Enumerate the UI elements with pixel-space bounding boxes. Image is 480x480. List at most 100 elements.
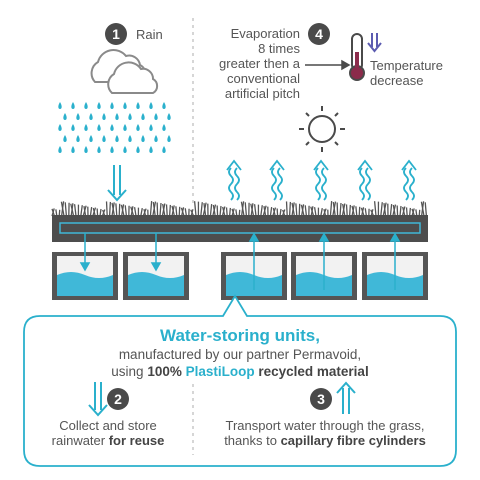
turf-slab (52, 215, 428, 242)
callout-line-1: manufactured by our partner Permavoid, (118, 347, 362, 362)
grass-blade (80, 205, 83, 217)
rain-drop (149, 124, 153, 131)
rain-drop (102, 135, 106, 142)
water-tanks (52, 252, 428, 300)
rain-drop (71, 102, 75, 109)
transport-line-2-bold: capillary fibre cylinders (280, 433, 426, 448)
grass-blade (171, 205, 176, 217)
grass-blade (291, 202, 296, 217)
grass-blade (162, 203, 166, 217)
grass-blade (193, 201, 197, 217)
rain-label: Rain (136, 27, 163, 42)
grass-blade (285, 201, 288, 217)
grass-blade (178, 206, 181, 217)
grass-blade (168, 204, 172, 217)
grass-blade (89, 206, 93, 217)
rain-drop (162, 124, 166, 131)
rain-drop (154, 135, 158, 142)
callout-line-2-suffix: recycled material (254, 364, 369, 379)
cloud-icon (90, 49, 159, 94)
grass-blade (143, 208, 147, 217)
grass-blade (175, 206, 178, 217)
grass-blade (263, 206, 267, 217)
grass-blade (184, 208, 188, 217)
rain-drop (76, 135, 80, 142)
rain-drop (149, 146, 153, 153)
callout-text: Water-storing units, manufactured by our… (28, 326, 452, 380)
rain-drop (167, 113, 171, 120)
grass-blade (99, 208, 102, 217)
rain-drop (110, 102, 114, 109)
rain-drop (136, 124, 140, 131)
rain-drop (149, 102, 153, 109)
arrow-up-icon (248, 232, 260, 242)
grass-blade (231, 208, 236, 217)
wavy-arrow-up-icon (403, 167, 409, 201)
arrow-up-icon (389, 232, 401, 242)
callout-line-2-prefix: using (111, 364, 148, 379)
grass-blade (235, 209, 238, 217)
rain-drop (63, 113, 67, 120)
wavy-arrow-up-icon (409, 167, 415, 201)
grass-blade (152, 201, 156, 217)
rain-drop (128, 135, 132, 142)
grass-blade (418, 209, 421, 217)
rain-drop (71, 146, 75, 153)
grass-blade (279, 208, 282, 217)
grass-blade (408, 207, 412, 217)
temperature-line: Temperature (370, 58, 443, 73)
transport-line-2-prefix: thanks to (224, 433, 281, 448)
grass-blade (405, 207, 408, 217)
wavy-arrow-up-icon (315, 167, 321, 201)
grass-blade (108, 201, 112, 217)
transport-line-1: Transport water through the grass, (225, 418, 425, 433)
rain-drop (141, 135, 145, 142)
grass-blade (424, 202, 428, 217)
grass-blade (329, 201, 333, 217)
grass-blade (133, 207, 137, 217)
grass-blade (399, 205, 402, 217)
arrow-down-icon (79, 262, 91, 272)
evaporation-line: 8 times (258, 41, 300, 56)
rain-drop (123, 102, 127, 109)
rain-drops-icon (58, 102, 171, 153)
rain-drop (84, 124, 88, 131)
rain-drop (136, 146, 140, 153)
grass-blade (225, 207, 228, 217)
grass-blade (70, 203, 75, 217)
rain-drop (162, 102, 166, 109)
grass-blade (240, 201, 245, 217)
grass-blade (73, 204, 77, 217)
grass-blade (165, 204, 168, 217)
rain-drop (123, 124, 127, 131)
rain-drop (89, 113, 93, 120)
grass-blade (383, 203, 387, 217)
grass-blade (64, 202, 68, 217)
grass-blade (180, 207, 185, 217)
grass-blade (203, 203, 207, 217)
tank-water (128, 272, 184, 296)
collect-text: Collect and store rainwater for reuse (28, 418, 188, 448)
grass-blade (332, 201, 336, 217)
grass-blade (282, 209, 286, 217)
transport-line-2: thanks to capillary fibre cylinders (196, 433, 454, 448)
wavy-arrow-up-icon (271, 167, 277, 201)
fibre-channel (59, 222, 421, 234)
rain-drop (102, 113, 106, 120)
rain-drop (71, 124, 75, 131)
grass-blade (370, 209, 375, 217)
grass-blade (300, 204, 305, 217)
grass-blade (51, 208, 56, 217)
grass-blade (118, 203, 121, 217)
grass-blade (358, 206, 361, 217)
rain-drop (128, 113, 132, 120)
wavy-arrow-up-icon (321, 167, 327, 201)
grass-blade (190, 209, 195, 217)
grass-blade (380, 202, 383, 217)
collect-line-1: Collect and store (59, 418, 157, 433)
rain-drop (162, 146, 166, 153)
tank-water (57, 272, 113, 296)
rain-drop (58, 102, 62, 109)
grass-blade (323, 208, 327, 217)
grass-blade (55, 209, 58, 217)
